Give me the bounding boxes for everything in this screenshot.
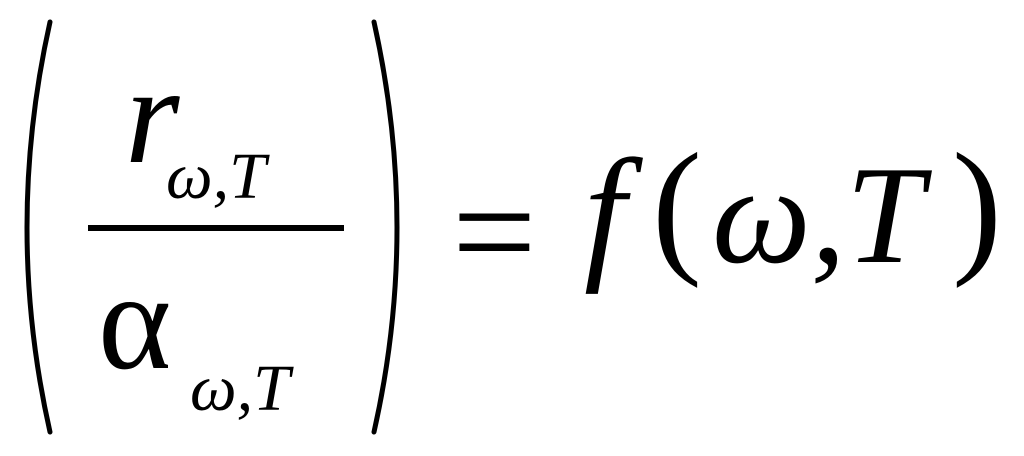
function-arguments: ω,T	[712, 138, 933, 293]
right-big-parenthesis	[371, 19, 400, 435]
equals-sign: =	[452, 149, 537, 315]
numerator-base: r	[125, 38, 180, 193]
denominator-subscript: ω,T	[190, 352, 294, 425]
function-name: f	[584, 129, 643, 295]
argument-close-parenthesis: )	[952, 123, 1002, 289]
numerator-subscript: ω,T	[166, 140, 270, 213]
argument-open-parenthesis: (	[652, 123, 702, 289]
left-big-parenthesis	[24, 19, 53, 435]
denominator-base: α	[98, 244, 171, 399]
